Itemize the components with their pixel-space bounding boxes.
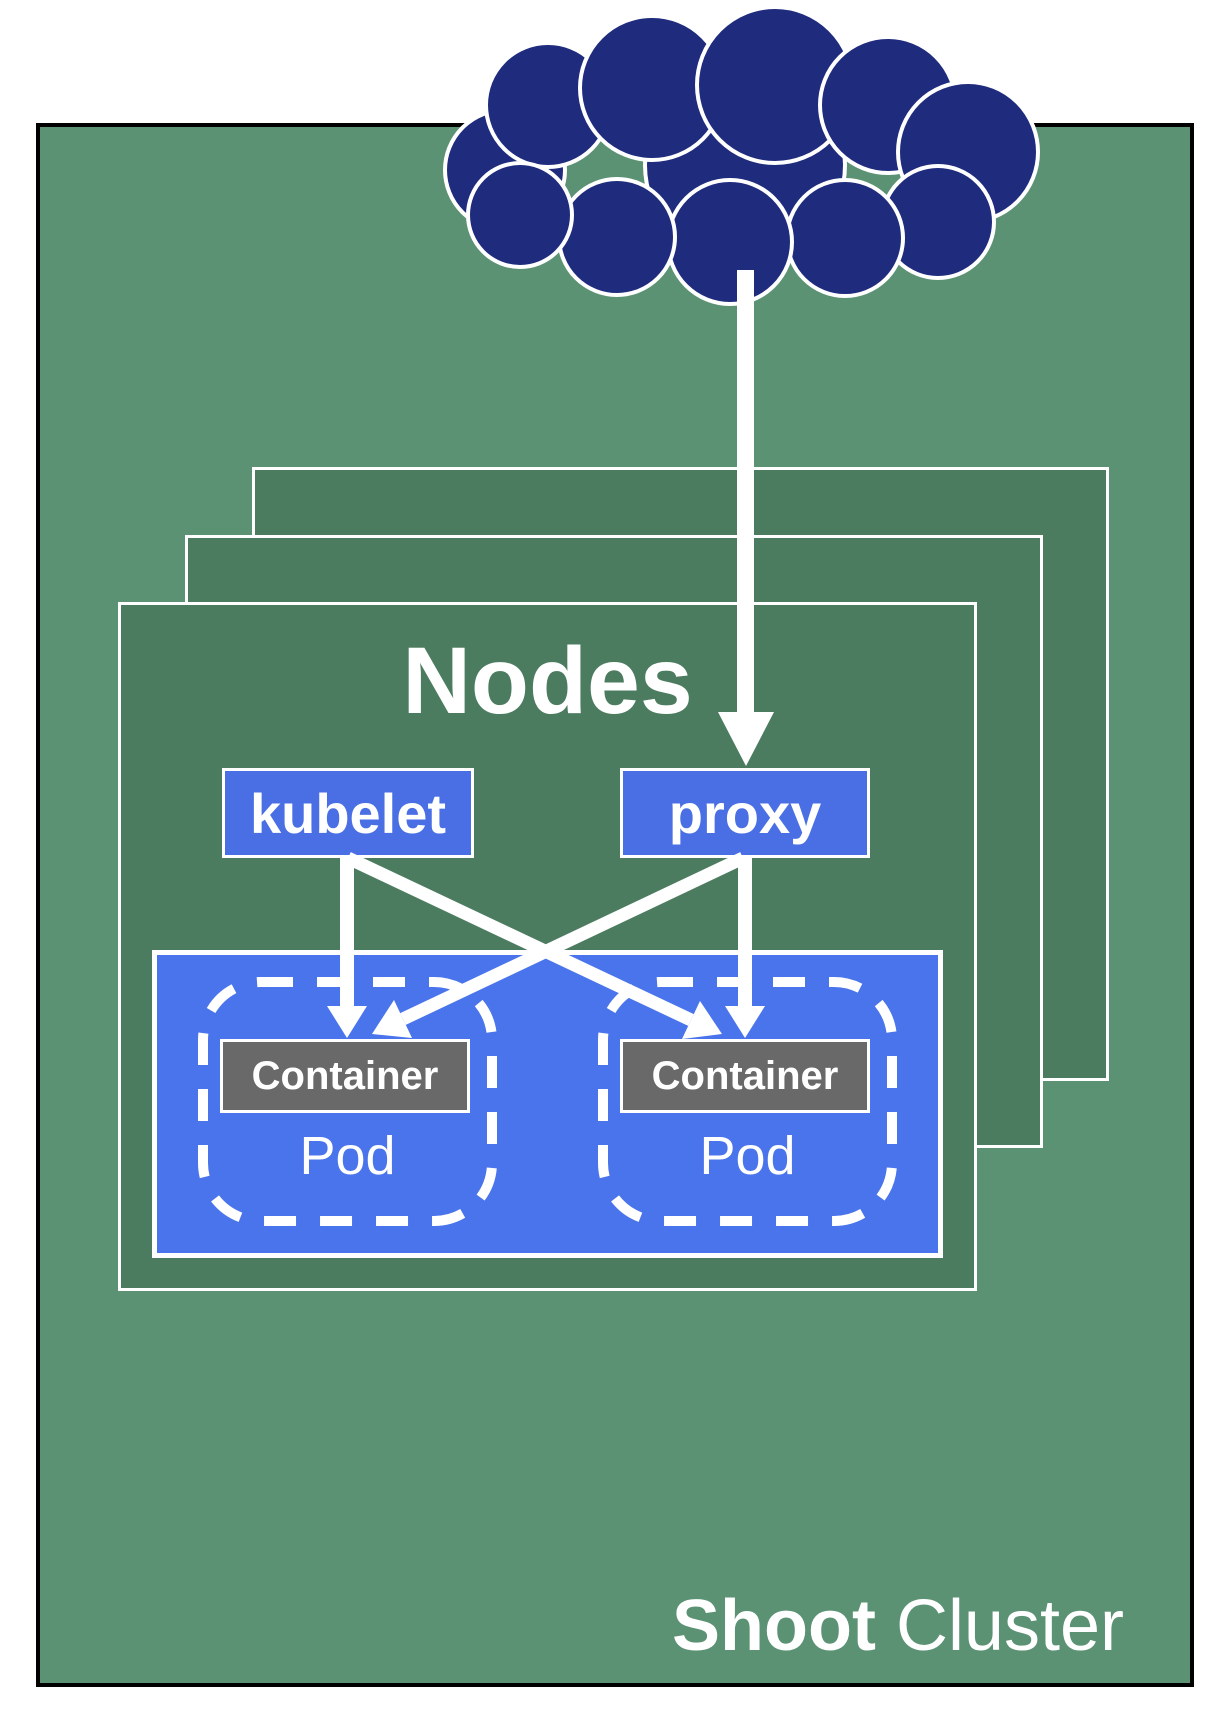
- shoot-label-bold: Shoot: [671, 1586, 876, 1666]
- container-label: Container: [251, 1053, 439, 1098]
- nodes-title: Nodes: [402, 628, 693, 734]
- proxy-label: proxy: [668, 781, 822, 845]
- kubelet-label: kubelet: [249, 781, 447, 845]
- container-box-right: Container: [620, 1039, 870, 1113]
- proxy-box: proxy: [620, 768, 870, 858]
- container-box-left: Container: [220, 1039, 470, 1113]
- shoot-cluster-label: Shoot Cluster: [672, 1590, 1124, 1662]
- cluster-label-regular: Cluster: [875, 1586, 1124, 1666]
- kubelet-box: kubelet: [222, 768, 474, 858]
- pod-label-right: Pod: [699, 1126, 796, 1186]
- pod-label-left: Pod: [299, 1126, 396, 1186]
- container-label: Container: [651, 1053, 839, 1098]
